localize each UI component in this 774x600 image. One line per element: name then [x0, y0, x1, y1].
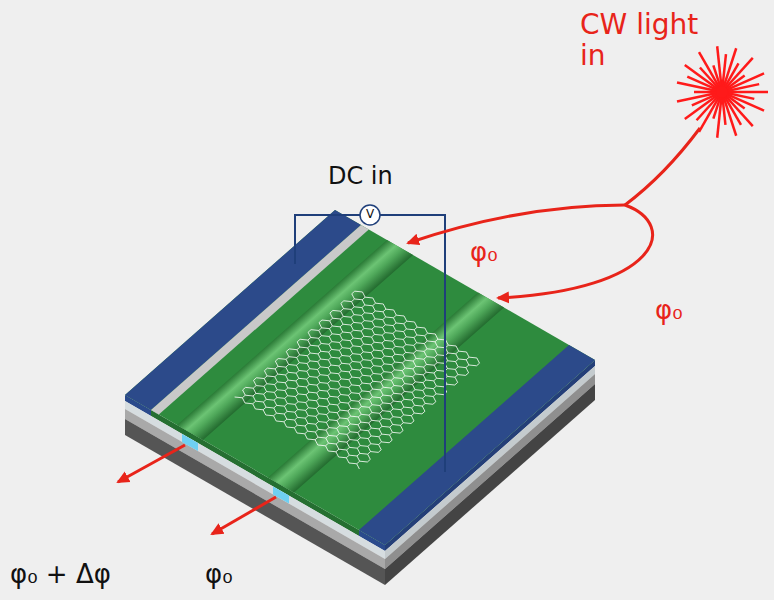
waveguide-core	[273, 487, 289, 504]
input-arrow	[498, 205, 653, 298]
light-ray	[726, 73, 764, 90]
waveguide-core	[182, 434, 198, 451]
chip-top-face	[125, 210, 595, 545]
light-ray	[717, 46, 721, 88]
dc-wire	[295, 215, 445, 472]
phase-label: φ₀ + Δφ	[10, 560, 111, 589]
light-ray	[726, 84, 759, 91]
phase-label: φ₀	[470, 238, 498, 267]
voltmeter-label: V	[366, 208, 374, 221]
output-arrow	[118, 445, 185, 482]
light-core	[716, 86, 728, 98]
light-ray	[699, 52, 720, 88]
bias-label: DC in	[328, 163, 393, 189]
phase-label: φ₀	[205, 560, 233, 589]
output-arrow	[212, 497, 276, 534]
light-ray	[677, 93, 718, 102]
input-arrow	[408, 205, 625, 243]
input-fiber	[625, 128, 700, 205]
source-label: CW light in	[580, 10, 720, 72]
light-ray	[726, 91, 768, 94]
phase-label: φ₀	[655, 296, 683, 325]
voltmeter-symbol	[360, 205, 380, 225]
light-source-burst	[677, 46, 768, 137]
light-ray	[723, 96, 736, 136]
light-ray	[722, 96, 725, 125]
electrode	[359, 345, 595, 545]
